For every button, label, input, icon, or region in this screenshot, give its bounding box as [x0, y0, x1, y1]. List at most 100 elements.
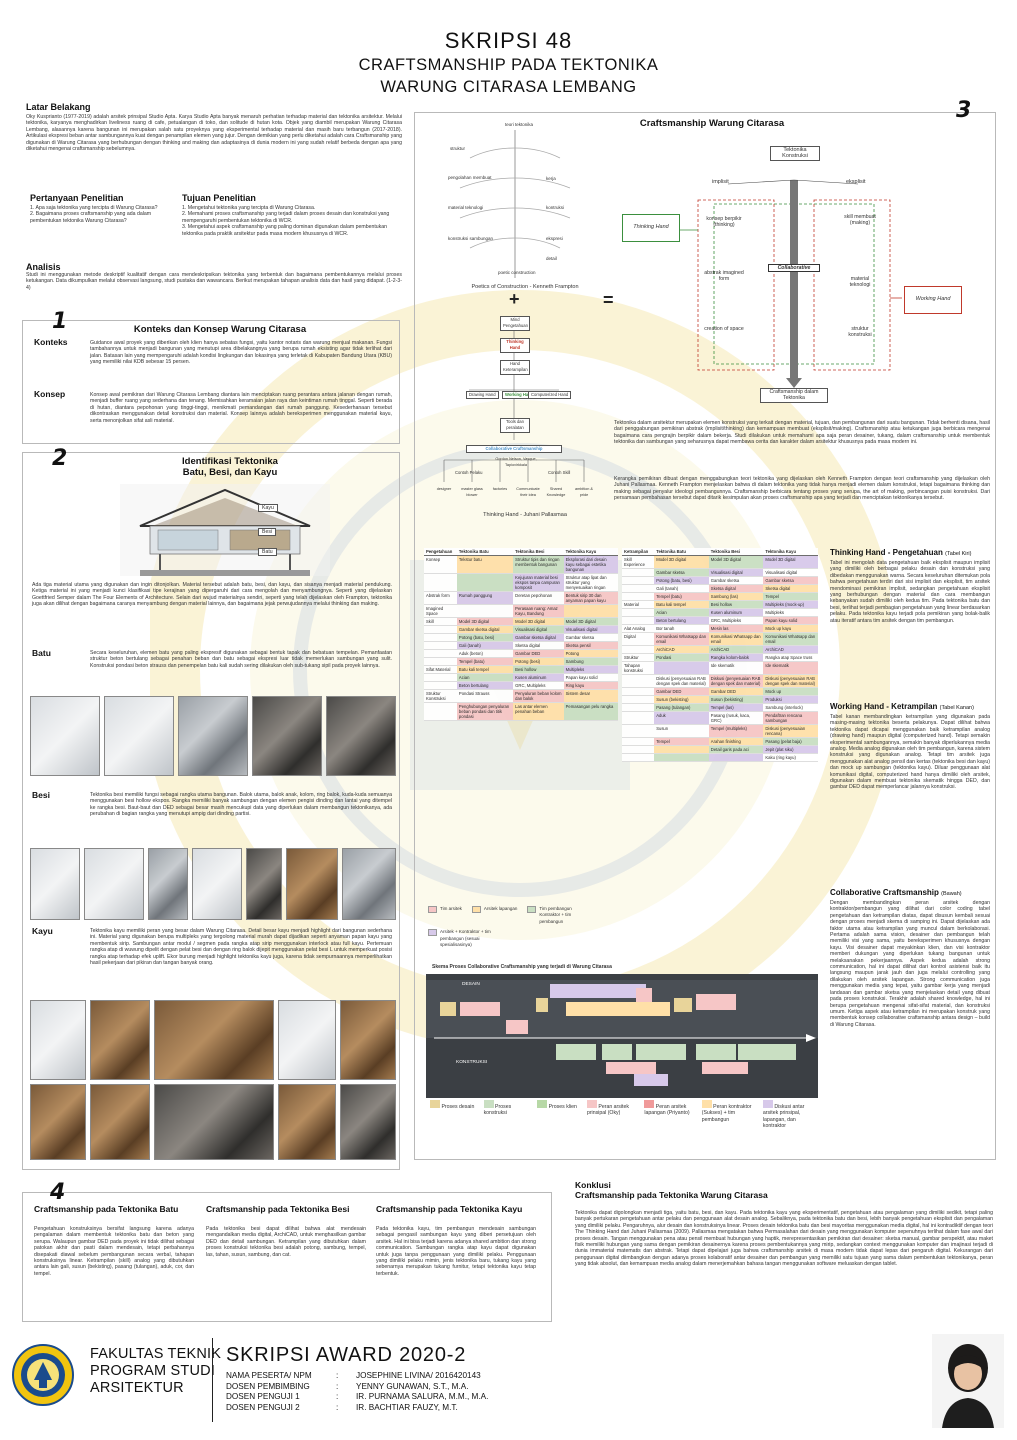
- table-cell: Gambar DED: [708, 687, 764, 696]
- table-cell: Tempel (las): [708, 703, 764, 712]
- frampton-caption: Poetics of Construction - Kenneth Frampt…: [471, 284, 579, 290]
- table-cell: Tempel (multipleks): [708, 724, 764, 738]
- table-cell: Diskusi (penyesuaian RAB dengan spek dan…: [708, 674, 764, 688]
- result-node-eksplisit: eksplisit: [846, 179, 866, 185]
- section-4-number: 4: [50, 1180, 66, 1205]
- table-cell: ArchiCAD: [654, 645, 709, 654]
- table-cell: Model 3D digital: [563, 617, 618, 626]
- table-cell: Perasaan ruang: Amaz Kayu, Bandung: [513, 604, 564, 618]
- latar-heading: Latar Belakang: [26, 102, 91, 112]
- batu-text: Secara keseluruhan, elemen batu yang pal…: [90, 650, 392, 669]
- tujuan-item: 2. Memahami proses craftsmanship yang te…: [182, 211, 390, 224]
- result-node-bottom: Craftsmanship dalam Tektonika: [760, 388, 828, 403]
- legend-item: Arsitek + Kontraktor + tim pembangun (se…: [440, 929, 491, 948]
- table-cell: Tahapan konstruksi: [622, 661, 655, 675]
- table-cell: [622, 753, 655, 762]
- table-cell: [622, 695, 655, 704]
- table-cell: [622, 576, 655, 585]
- table-cell: Kusen aluminum: [513, 673, 564, 682]
- table-cell: Struktur: [622, 653, 655, 662]
- table-cell: [622, 616, 655, 625]
- table-cell: Struktur Konstruksi: [424, 689, 457, 703]
- title-line-1: SKRIPSI 48: [444, 28, 573, 53]
- table-cell: Sifat Material: [424, 665, 457, 674]
- frampton-tree-diagram: [459, 130, 571, 278]
- table-cell: [654, 753, 709, 762]
- thinking-hand-block: Thinking Hand - Pengetahuan (Tabel Kiri)…: [830, 548, 990, 624]
- table-cell: Digital: [622, 632, 655, 646]
- table-cell: Pasang (pelat baja): [763, 737, 818, 746]
- table-row: Kaku (ring kayu): [622, 753, 818, 762]
- table-cell: [424, 633, 457, 642]
- pallasmaa-node: designer: [436, 487, 452, 491]
- table-cell: Gambar sketsa digital: [456, 625, 514, 634]
- frampton-label: kontruksi: [546, 205, 565, 210]
- conclusion-heading: Craftsmanship pada Tektonika Warung Cita…: [575, 1190, 768, 1200]
- table-cell: Pondasi Strauss: [456, 689, 514, 703]
- table-cell: Mock up kayu: [763, 624, 818, 633]
- table-cell: Bentuk sirip 30 dan anyaman papan kayu: [563, 591, 618, 605]
- pallasmaa-node: Tools dan peralatan: [500, 418, 530, 433]
- tujuan-block: Tujuan Penelitian 1. Mengetahui tektonik…: [182, 193, 402, 237]
- schema-legend-item: Peran arsitek lapangan (Priyanto): [644, 1104, 690, 1117]
- equals-sign: =: [603, 290, 614, 310]
- table-cell: Tempel (batu): [456, 657, 514, 666]
- table-header-cell: Tektonika Kayu: [763, 548, 818, 556]
- table-cell: Gambar sketsa: [708, 576, 764, 585]
- table-cell: Struktur tipis dan ringan membentuk bang…: [513, 555, 564, 574]
- batu-label: Batu: [32, 648, 51, 658]
- section-2-intro: Ada tiga material utama yang digunakan d…: [32, 582, 392, 608]
- tujuan-item: 3. Mengetahui aspek craftsmanship yang p…: [182, 224, 388, 237]
- table-cell: Visualisasi digital: [513, 625, 564, 634]
- table-cell: [622, 703, 655, 712]
- result-node-implisit: implisit: [712, 179, 729, 185]
- table-cell: [654, 745, 709, 754]
- working-hand-block: Working Hand - Ketrampilan (Tabel Kanan)…: [830, 702, 990, 791]
- table-cell: Besi hollow: [513, 665, 564, 674]
- frampton-label: kerja: [546, 176, 556, 181]
- table-cell: Mock up: [763, 687, 818, 696]
- batu-photo: [104, 696, 174, 776]
- table-cell: [456, 604, 514, 618]
- schema-legend-item: Diskusi antar arsitek prinsipal, lapanga…: [762, 1104, 805, 1130]
- table-cell: Penyaluran beban kolom dan balok: [513, 689, 564, 703]
- kayu-photo: [154, 1000, 274, 1080]
- kayu-text: Tektonika kayu memiliki peran yang besar…: [90, 928, 392, 967]
- batu-photo: [326, 696, 396, 776]
- table-cell: Pendaftran rencana sambungan: [763, 711, 818, 725]
- konteks-label: Konteks: [34, 337, 68, 347]
- table-cell: Sketsa digital: [513, 641, 564, 650]
- table-cell: Gali (tanah): [456, 641, 514, 650]
- title-line-3: WARUNG CITARASA LEMBANG: [380, 78, 637, 96]
- table-legend: Tim arsitek Arsitek lapangan Tim pembang…: [428, 906, 628, 948]
- table-cell: GRC, Multipleks: [513, 681, 564, 690]
- schema-legend-item: Proses konstruksi: [483, 1104, 512, 1117]
- table-header-cell: Pengetahuan: [424, 548, 457, 556]
- result-node-struktur: struktur konstruksi: [848, 326, 872, 339]
- table-cell: Pasang (rusuk, kaca, GRC): [708, 711, 764, 725]
- table-cell: Deretan pepohonan: [513, 591, 564, 605]
- frampton-label: material teknologi: [448, 205, 484, 210]
- table-cell: [424, 673, 457, 682]
- table-cell: Diskusi (penyesuaian rencana): [763, 724, 818, 738]
- table-cell: Komunikasi Whatsapp dan email: [708, 632, 764, 646]
- kayu-photo: [154, 1084, 274, 1160]
- faculty-line: ARSITEKTUR: [90, 1380, 184, 1396]
- pallasmaa-node: ambition & pride: [575, 487, 593, 498]
- pallasmaa-node: Computerized Hand: [528, 391, 572, 400]
- table-cell: [622, 584, 655, 593]
- table-cell: Skill: [424, 617, 457, 626]
- result-node-top: Tektonika Konstruksi: [770, 146, 820, 161]
- result-node-thinking-hand: Thinking Hand: [622, 214, 680, 242]
- schema-title: Skema Proses Collaborative Craftsmanship…: [432, 964, 612, 970]
- table-cell: Susun: [654, 724, 709, 738]
- kayu-photo: [90, 1084, 150, 1160]
- diagram-label-kayu: Kayu: [258, 504, 278, 513]
